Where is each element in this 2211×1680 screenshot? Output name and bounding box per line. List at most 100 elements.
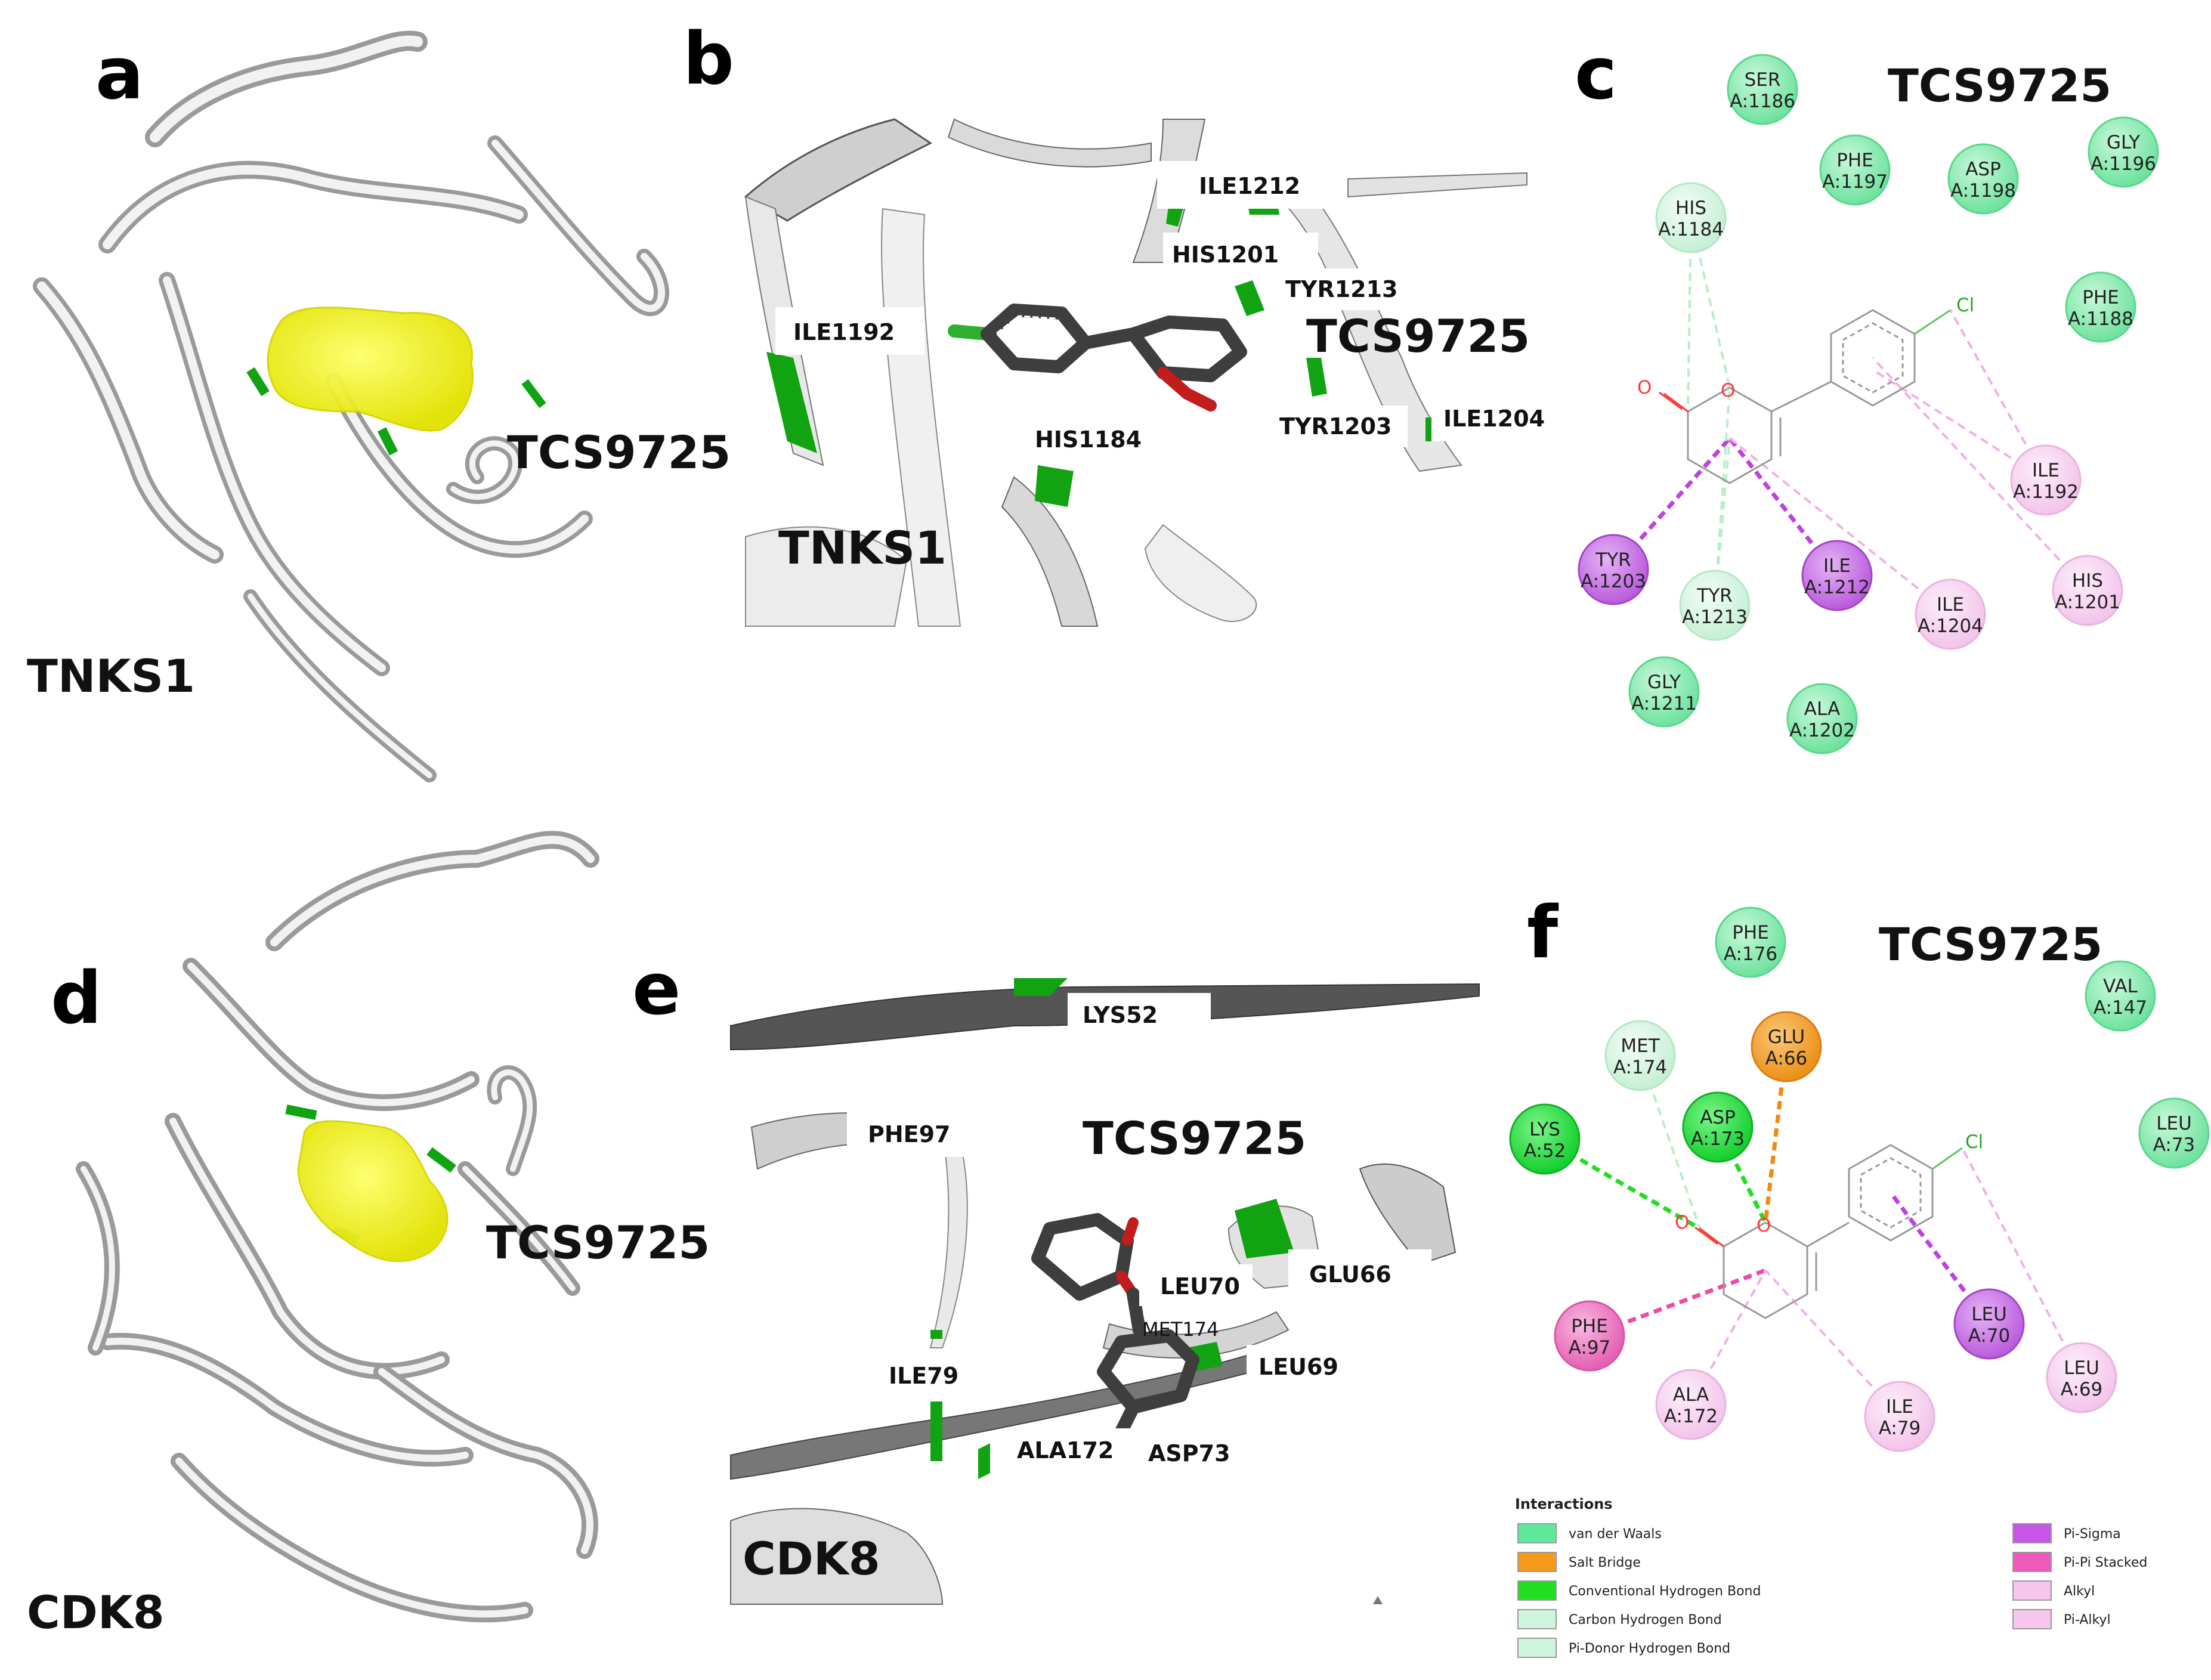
panel-c: c TCS9725 Cl O O SERA:1186PHEA:1197ASPA:… bbox=[1574, 33, 2163, 758]
c-node-num-tyr1213: A:1213 bbox=[1682, 607, 1748, 628]
legend-swatch-7 bbox=[2012, 1580, 2052, 1601]
f-node-res-lys52: LYS bbox=[1529, 1119, 1560, 1140]
c-node-num-ile1204: A:1204 bbox=[1918, 615, 1983, 637]
legend-label-2: Conventional Hydrogen Bond bbox=[1569, 1584, 1761, 1599]
f-node-num-leu69: A:69 bbox=[2061, 1379, 2103, 1400]
c-node-num-tyr1203: A:1203 bbox=[1581, 571, 1646, 592]
f-node-num-val147: A:147 bbox=[2094, 997, 2147, 1019]
f-node-res-glu66: GLU bbox=[1768, 1026, 1805, 1048]
residue-tyr1203: TYR1203 bbox=[1279, 413, 1391, 440]
f-node-num-ala172: A:172 bbox=[1664, 1406, 1718, 1427]
c-node-res-ser1186: SER bbox=[1745, 69, 1781, 91]
f-node-res-leu70: LEU bbox=[1971, 1304, 2007, 1325]
c-interaction-ile1204-0 bbox=[1728, 437, 1952, 615]
f-node-res-val147: VAL bbox=[2103, 976, 2138, 997]
residue-tags-e: LYS52 PHE97 LEU70 GLU66 MET174 ILE79 LEU… bbox=[847, 993, 1431, 1473]
f-node-res-leu69: LEU bbox=[2064, 1357, 2099, 1379]
legend-swatch-5 bbox=[2012, 1523, 2052, 1543]
protein-label-d: CDK8 bbox=[27, 1586, 165, 1639]
f-node-res-phe97: PHE bbox=[1571, 1316, 1608, 1337]
atom-o-carbonyl-f: O bbox=[1675, 1212, 1689, 1233]
residue-ala172: ALA172 bbox=[1017, 1437, 1114, 1464]
f-node-num-asp173: A:173 bbox=[1691, 1128, 1745, 1150]
panel-letter-d: d bbox=[51, 957, 102, 1040]
tnks1-binding-contacts bbox=[246, 367, 546, 456]
f-interaction-ala172-0 bbox=[1690, 1270, 1767, 1405]
c-node-res-asp1198: ASP bbox=[1965, 159, 2001, 180]
atom-cl-f: Cl bbox=[1965, 1131, 1983, 1153]
protein-label-a: TNKS1 bbox=[27, 649, 195, 703]
c-node-res-tyr1213: TYR bbox=[1696, 585, 1732, 607]
protein-label-b: TNKS1 bbox=[778, 521, 947, 574]
ligand-label-f: TCS9725 bbox=[1879, 918, 2102, 971]
legend-label-0: van der Waals bbox=[1569, 1527, 1662, 1542]
ligand-label-e: TCS9725 bbox=[1083, 1112, 1306, 1165]
c-node-res-gly1196: GLY bbox=[2107, 132, 2140, 153]
legend-label-7: Alkyl bbox=[2064, 1584, 2095, 1599]
residue-tags-b: ILE1212 HIS1201 TYR1213 ILE1192 HIS1184 … bbox=[775, 161, 1551, 459]
residue-his1201: HIS1201 bbox=[1172, 242, 1279, 268]
panel-a: a TCS9725 TNKS1 bbox=[27, 30, 731, 782]
residue-ile1192: ILE1192 bbox=[793, 319, 895, 345]
residue-tyr1213: TYR1213 bbox=[1285, 276, 1397, 302]
c-node-num-ala1202: A:1202 bbox=[1789, 720, 1855, 741]
triangle-marker-icon bbox=[1373, 1596, 1383, 1604]
residue-leu70: LEU70 bbox=[1160, 1273, 1240, 1300]
c-interaction-tyr1213-1 bbox=[1714, 387, 1731, 606]
c-node-num-gly1211: A:1211 bbox=[1631, 693, 1697, 714]
ligand-label-b: TCS9725 bbox=[1306, 310, 1530, 363]
c-node-num-his1201: A:1201 bbox=[2055, 592, 2120, 613]
legend-label-4: Pi-Donor Hydrogen Bond bbox=[1569, 1641, 1730, 1656]
f-interaction-leu69-0 bbox=[1961, 1147, 2083, 1378]
legend-label-3: Carbon Hydrogen Bond bbox=[1569, 1613, 1722, 1628]
residue-ile79: ILE79 bbox=[889, 1363, 958, 1389]
atom-o-ring-c: O bbox=[1721, 380, 1735, 401]
ligand-label-d: TCS9725 bbox=[486, 1216, 710, 1269]
c-node-num-gly1196: A:1196 bbox=[2091, 153, 2156, 175]
ligand-surface-d bbox=[297, 1120, 449, 1263]
atom-cl-c: Cl bbox=[1956, 295, 1974, 316]
cdk8-ribbon-closeup bbox=[730, 983, 1480, 1605]
legend-label-6: Pi-Pi Stacked bbox=[2064, 1555, 2147, 1570]
f-node-num-ile79: A:79 bbox=[1879, 1418, 1921, 1439]
f-node-num-leu70: A:70 bbox=[1968, 1325, 2011, 1347]
ligand-label-c: TCS9725 bbox=[1888, 59, 2111, 112]
residue-ile1204: ILE1204 bbox=[1443, 406, 1545, 432]
residue-asp73: ASP73 bbox=[1148, 1440, 1230, 1466]
c-node-res-ile1204: ILE bbox=[1937, 594, 1964, 615]
c-node-res-ile1192: ILE bbox=[2032, 460, 2060, 481]
c-node-num-ile1212: A:1212 bbox=[1804, 577, 1870, 598]
c-node-res-gly1211: GLY bbox=[1647, 672, 1681, 693]
panel-letter-c: c bbox=[1575, 33, 1617, 116]
legend-swatch-3 bbox=[1517, 1609, 1557, 1629]
atom-o-carbonyl-c: O bbox=[1637, 377, 1652, 398]
panel-f: f TCS9725 Cl O O PHEA:176VALA:147META:17… bbox=[1505, 892, 2211, 1456]
c-node-num-ser1186: A:1186 bbox=[1730, 91, 1795, 112]
residue-glu66: GLU66 bbox=[1309, 1261, 1391, 1288]
f-node-num-phe176: A:176 bbox=[1724, 943, 1777, 965]
legend-swatch-8 bbox=[2012, 1609, 2052, 1629]
residue-phe97: PHE97 bbox=[868, 1121, 951, 1147]
ligand-2d-c bbox=[1659, 309, 1951, 484]
legend-swatch-1 bbox=[1517, 1552, 1557, 1572]
residue-nodes-f: PHEA:176VALA:147META:174GLUA:66LYSA:52AS… bbox=[1505, 903, 2211, 1456]
protein-label-e: CDK8 bbox=[743, 1532, 880, 1585]
